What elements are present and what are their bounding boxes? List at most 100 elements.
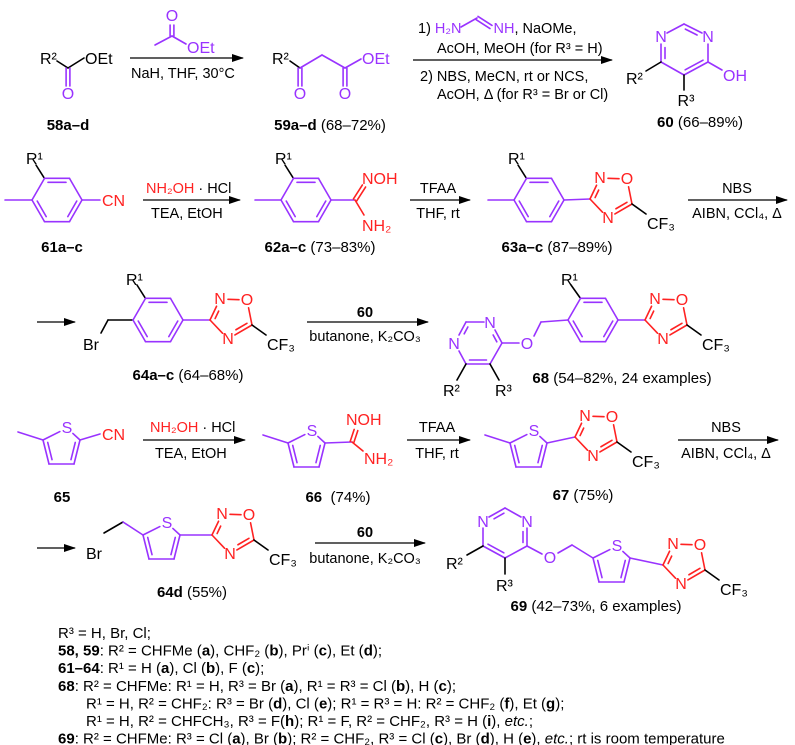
compound-label-64d: 64d (55%): [157, 584, 227, 601]
footnote-compound-ref: a: [161, 660, 170, 677]
footnote-compound-ref: e: [523, 731, 531, 745]
bond: [354, 199, 365, 216]
r2-substituent: R²: [272, 51, 290, 68]
bond: [571, 544, 594, 559]
hydroxylamine: NH₂OH: [146, 181, 194, 197]
bond: [216, 525, 222, 535]
compound-64d: Br 64d (55%): [86, 546, 227, 601]
footnote-text: etc.: [545, 731, 569, 745]
compound-id: 64d: [157, 584, 183, 601]
conditions: AIBN, CCl₄, Δ: [692, 206, 782, 222]
atom-n2: N: [649, 291, 661, 308]
footnotes: R³ = H, Br, Cl;58, 59: R² = CHFMe (a), C…: [58, 625, 725, 745]
compound-label-62: 62a–c (73–83%): [265, 239, 376, 256]
benzene-ring-61: [31, 177, 83, 223]
r3-substituent: R³: [496, 578, 514, 595]
footnote-compound-ref: a: [202, 643, 211, 660]
r2-substituent: R²: [446, 556, 464, 573]
bond: [604, 297, 619, 321]
bond: [463, 326, 469, 335]
bond: [17, 431, 44, 441]
bond: [169, 319, 184, 343]
bromo-group: Br: [83, 337, 100, 354]
compound-68: N N O R² R³ R¹ 68 (54–82%, 24 examples): [443, 272, 712, 400]
compound-69: N N O R² R³ 69 (42–73%, 6 examples): [446, 514, 681, 615]
compound-id: 64a–c: [133, 367, 175, 384]
compound-58: R² OEt O 58a–d: [40, 51, 113, 134]
compound-id: 59a–d: [274, 117, 317, 134]
atom-s: S: [529, 423, 540, 440]
compound-label-66: 66 (74%): [305, 489, 370, 506]
compound-67: 67 (75%): [553, 487, 614, 504]
bond: [660, 61, 685, 76]
bond: [458, 350, 467, 365]
footnote-text: ), Cl (: [169, 660, 206, 677]
bond: [533, 321, 542, 337]
bond: [513, 444, 520, 464]
footnote-line: R³ = H, Br, Cl;: [58, 625, 151, 642]
nitrile-group: CN: [102, 427, 125, 444]
footnote-text: ), F (: [215, 660, 247, 677]
bond: [287, 433, 306, 444]
compound-id: 62a–c: [265, 239, 307, 256]
bond: [249, 522, 255, 541]
bond: [488, 507, 506, 518]
compound-id: 69: [511, 598, 528, 615]
bond: [707, 61, 723, 71]
bond: [287, 442, 295, 468]
bond: [662, 564, 677, 579]
conditions: TEA, EtOH: [155, 446, 227, 462]
compound-label-58: 58a–d: [47, 117, 90, 134]
atom-o1: O: [676, 292, 688, 309]
compound-id: 68: [532, 370, 549, 387]
compound-61: R¹ CN 61a–c: [26, 151, 125, 256]
bond: [46, 441, 53, 461]
footnote-compound-ref: e: [319, 695, 327, 712]
cf3-group: CF₃: [647, 216, 675, 233]
bond: [103, 521, 124, 534]
footnote-compound-ref: c: [438, 678, 446, 695]
bond: [589, 198, 604, 213]
bond: [548, 200, 560, 218]
footnote-text: ); R¹ = R³ = H: R² = CHF₂ (: [327, 695, 504, 712]
reagent: NH₂OH · HCl: [150, 420, 235, 436]
bond: [563, 198, 591, 201]
step2-line1: 2) NBS, MeCN, rt or NCS,: [420, 69, 588, 85]
reaction-arrow-cyclization-2: TFAA THF, rt: [407, 420, 471, 462]
bond: [550, 177, 565, 201]
cf3-group: CF₃: [269, 552, 297, 569]
bond: [214, 310, 220, 320]
bond: [42, 439, 50, 465]
bond: [251, 324, 267, 336]
bond: [494, 329, 503, 344]
atom-n3: N: [484, 315, 496, 332]
bond: [570, 284, 582, 300]
compound-label-59: 59a–d (68–72%): [274, 117, 386, 134]
compound-id: 65: [54, 489, 71, 506]
benzene-ring-68: [567, 297, 619, 343]
reaction-arrow-bromination: NBS AIBN, CCl₄, Δ: [688, 181, 788, 222]
bond: [31, 177, 46, 201]
r3-substituent: R³: [678, 93, 696, 110]
bond: [209, 319, 224, 334]
bond: [539, 435, 548, 444]
compound-yield: (55%): [183, 584, 227, 601]
footnote-compound-ref: b: [396, 678, 405, 695]
bond: [645, 61, 662, 72]
bond: [353, 429, 359, 444]
bond: [351, 441, 364, 452]
bond: [596, 559, 603, 579]
cf3-group: CF₃: [632, 454, 660, 471]
reaction-arrow-etherification: 60 butanone, K₂CO₃: [307, 305, 429, 345]
bond: [318, 442, 326, 468]
compound-66: NOH NH₂ 66 (74%): [305, 412, 393, 506]
r1-substituent: R¹: [508, 151, 525, 168]
bond: [493, 512, 505, 520]
footnote-text: ), Et (: [509, 695, 546, 712]
atom-n4: N: [602, 210, 614, 227]
bond: [170, 536, 177, 556]
footnote-text: ), Br (: [241, 731, 279, 745]
compound-yield: (66–89%): [674, 114, 743, 131]
